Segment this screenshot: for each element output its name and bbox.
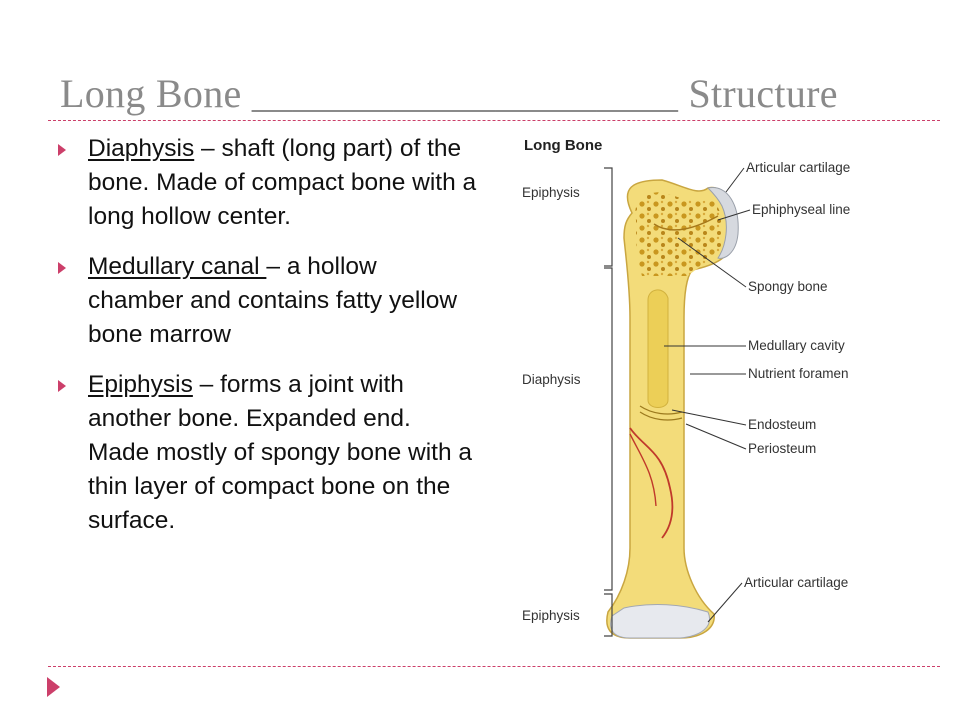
bullet-text: – a hollow chamber and contains fatty ye… (88, 253, 458, 348)
callout-label: Endosteum (748, 417, 816, 432)
bullet-epiphysis: Epiphysis – forms a joint with another b… (58, 368, 478, 538)
leader-line (677, 237, 747, 288)
triangle-bullet-icon (58, 144, 66, 156)
bullet-term: Epiphysis (88, 371, 193, 398)
articular-cartilage-bottom (610, 604, 710, 639)
region-bracket (604, 167, 613, 267)
region-label: Epiphysis (522, 185, 580, 200)
slide-title: Long Bone _____________________ Structur… (60, 71, 838, 116)
bullet-text: – shaft (long part) of the bone. Made of… (88, 135, 477, 230)
epiphyseal-line (653, 215, 719, 231)
leader-line (671, 409, 747, 426)
articular-cartilage-top (706, 187, 739, 259)
leader-line (725, 167, 745, 193)
triangle-bullet-icon (58, 380, 66, 392)
callout-label: Nutrient foramen (748, 366, 849, 381)
region-label: Diaphysis (522, 372, 581, 387)
bullet-text: – forms a joint with another bone. Expan… (88, 371, 473, 534)
leader-line (717, 209, 751, 221)
callout-label: Medullary cavity (748, 338, 845, 353)
callout-label: Articular cartilage (746, 160, 850, 175)
medullary-cavity (647, 289, 669, 408)
endosteum-line (639, 405, 683, 415)
region-label: Epiphysis (522, 608, 580, 623)
next-slide-icon[interactable] (47, 677, 60, 697)
endosteum-line (639, 411, 683, 421)
long-bone-diagram: Long Bone Epiphysis Diaphysis Epiphysis … (522, 137, 850, 639)
callout-label: Articular cartilage (744, 575, 848, 590)
region-bracket (604, 593, 613, 637)
bullet-term: Medullary canal (88, 253, 267, 280)
callout-label: Periosteum (748, 441, 816, 456)
bullet-term: Diaphysis (88, 135, 195, 162)
title-divider (48, 120, 940, 121)
region-bracket (604, 267, 613, 591)
leader-line (707, 582, 743, 623)
triangle-bullet-icon (58, 262, 66, 274)
bullet-medullary-canal: Medullary canal – a hollow chamber and c… (58, 250, 478, 352)
bullet-diaphysis: Diaphysis – shaft (long part) of the bon… (58, 132, 478, 234)
bullet-list: Diaphysis – shaft (long part) of the bon… (58, 132, 478, 554)
callout-label: Spongy bone (748, 279, 828, 294)
nutrient-artery (629, 433, 657, 507)
callout-label: Ephiphyseal line (752, 202, 850, 217)
footer-divider (48, 666, 940, 667)
bone-shape (606, 179, 737, 639)
nutrient-artery (629, 427, 674, 539)
leader-line (685, 423, 747, 450)
figure-heading: Long Bone (524, 137, 602, 154)
